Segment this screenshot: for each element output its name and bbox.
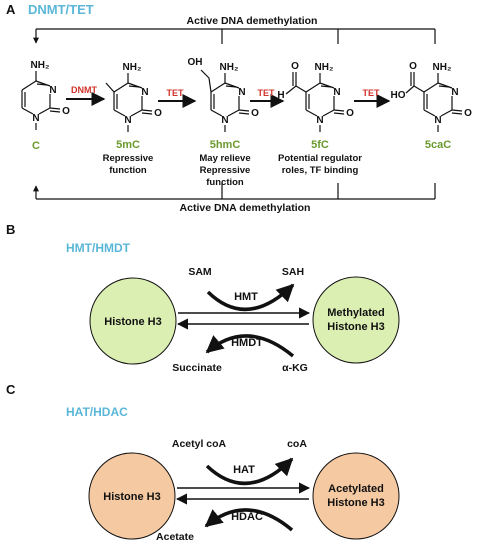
- acetylated-histone-label-1: Acetylated: [328, 483, 384, 495]
- bottom-demethylation-label: Active DNA demethylation: [180, 202, 311, 214]
- cytosine-structure-1: N N NH₂ O: [105, 62, 162, 132]
- label-acetate: Acetate: [156, 531, 194, 543]
- top-demethylation-arrow: [33, 28, 436, 44]
- label-sah: SAH: [282, 266, 304, 278]
- ring-n1-atom: N: [32, 113, 39, 124]
- desc-5hmc-line3: function: [206, 177, 244, 188]
- label-coa: coA: [287, 438, 307, 450]
- cytosine-structure-3: N N NH₂ O O H: [277, 61, 354, 132]
- amine-group: NH₂: [31, 60, 50, 71]
- cofactor-curves-c: [204, 457, 294, 532]
- carbonyl-oxygen: O: [464, 108, 472, 119]
- arrow-label-tet-3: TET: [363, 88, 381, 98]
- histone-h3-node-b: [89, 277, 177, 365]
- ring-n1-atom: N: [124, 115, 131, 126]
- amine-group: NH₂: [220, 62, 239, 73]
- desc-5fc-line2: roles, TF binding: [282, 165, 359, 176]
- carboxyl-hydroxyl: HO: [391, 90, 406, 101]
- carboxyl-oxygen: O: [409, 61, 417, 72]
- panel-c-letter: C: [6, 382, 16, 397]
- compound-name-5fc: 5fC: [311, 139, 329, 151]
- amine-group: NH₂: [315, 62, 334, 73]
- ring-n3-atom: N: [141, 87, 148, 98]
- compound-name-c: C: [32, 140, 40, 152]
- desc-5fc-line1: Potential regulator: [278, 153, 362, 164]
- acetylated-histone-label-2: Histone H3: [327, 497, 384, 509]
- compound-name-5mc: 5mC: [116, 139, 140, 151]
- carbonyl-oxygen: O: [62, 106, 70, 117]
- carbonyl-oxygen: O: [154, 108, 162, 119]
- arrow-label-tet-1: TET: [167, 88, 185, 98]
- histone-h3-label-c: Histone H3: [103, 491, 160, 503]
- hydroxyl-group: OH: [188, 57, 203, 68]
- top-demethylation-label: Active DNA demethylation: [187, 15, 318, 27]
- histone-h3-node-c: [88, 452, 176, 540]
- ring-n3-atom: N: [451, 87, 458, 98]
- desc-5mc-line2: function: [109, 165, 147, 176]
- cytosine-structure-0: N N NH₂ O: [21, 60, 70, 130]
- carbonyl-oxygen: O: [346, 108, 354, 119]
- arrow-label-tet-2: TET: [258, 88, 276, 98]
- equilibrium-arrows-c: [175, 482, 311, 505]
- panel-c-title: HAT/HDAC: [66, 405, 128, 419]
- desc-5mc-line1: Repressive: [103, 153, 154, 164]
- amine-group: NH₂: [123, 62, 142, 73]
- histone-h3-label-b: Histone H3: [104, 316, 161, 328]
- formyl-hydrogen: H: [277, 90, 284, 101]
- methylated-histone-label-2: Histone H3: [327, 321, 384, 333]
- cofactor-curves-b: [205, 283, 295, 358]
- enzyme-label-hdac: HDAC: [231, 511, 263, 523]
- ring-n1-atom: N: [316, 115, 323, 126]
- panel-b-title: HMT/HMDT: [66, 241, 131, 255]
- enzyme-label-hmt: HMT: [234, 291, 258, 303]
- methylated-histone-node: [312, 276, 400, 364]
- compound-name-5cac: 5caC: [425, 139, 451, 151]
- panel-b-letter: B: [6, 222, 15, 237]
- label-alpha-kg: α-KG: [282, 362, 308, 374]
- amine-group: NH₂: [433, 62, 452, 73]
- equilibrium-arrows-b: [176, 307, 311, 330]
- label-succinate: Succinate: [172, 362, 222, 374]
- arrow-label-dnmt: DNMT: [71, 85, 97, 95]
- ring-n1-atom: N: [221, 115, 228, 126]
- desc-5hmc-line1: May relieve: [199, 153, 250, 164]
- compound-name-5hmc: 5hmC: [210, 139, 241, 151]
- carbonyl-oxygen: O: [251, 108, 259, 119]
- label-sam: SAM: [188, 266, 212, 278]
- ring-n1-atom: N: [434, 115, 441, 126]
- cytosine-structure-4: N N NH₂ O O HO: [391, 61, 472, 132]
- enzyme-label-hat: HAT: [233, 464, 255, 476]
- label-acetyl-coa: Acetyl coA: [172, 438, 227, 450]
- reaction-arrows: [66, 92, 391, 108]
- bottom-demethylation-arrow: [33, 183, 436, 200]
- panel-a-letter: A: [6, 2, 16, 17]
- cytosine-structure-2: N N NH₂ O OH: [188, 57, 259, 132]
- acetylated-histone-node: [312, 452, 400, 540]
- ring-n3-atom: N: [49, 85, 56, 96]
- methylated-histone-label-1: Methylated: [327, 307, 384, 319]
- panel-a-title: DNMT/TET: [28, 2, 94, 17]
- ring-n3-atom: N: [238, 87, 245, 98]
- formyl-oxygen: O: [291, 61, 299, 72]
- enzyme-label-hmdt: HMDT: [231, 337, 263, 349]
- desc-5hmc-line2: Repressive: [200, 165, 251, 176]
- ring-n3-atom: N: [333, 87, 340, 98]
